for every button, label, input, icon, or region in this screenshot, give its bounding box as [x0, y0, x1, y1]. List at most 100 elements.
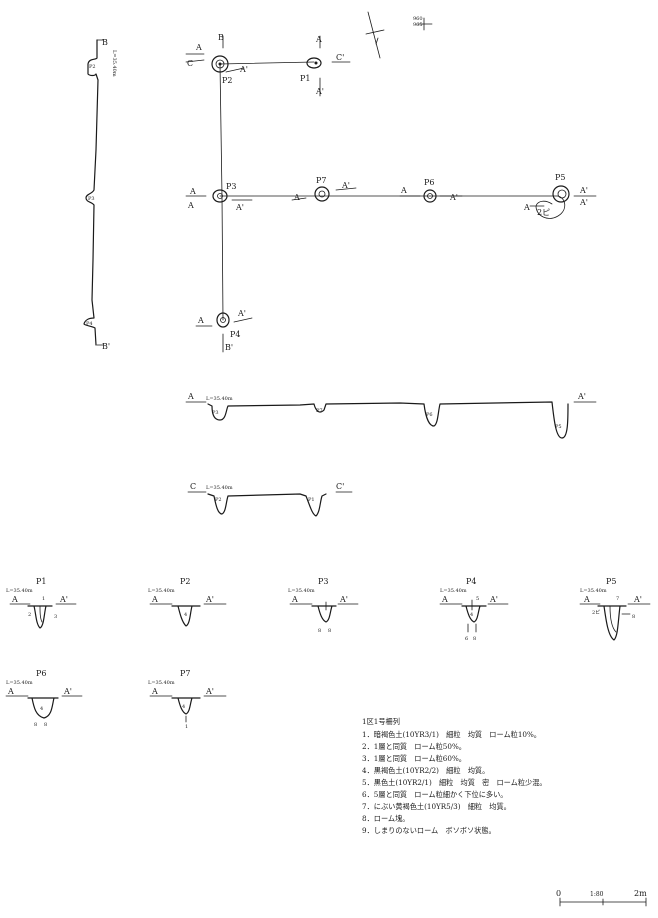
detail-p1-layer-1: 1	[42, 596, 45, 602]
plan-label-p4: P4	[230, 330, 240, 339]
section-b-profile	[83, 39, 104, 346]
detail-p5-title: P5	[606, 577, 616, 586]
plan-mark-a-p6: A	[400, 186, 407, 195]
detail-p3-layer-8b: 8	[328, 628, 331, 634]
plan-mark-b-prime-bottom: B'	[225, 343, 233, 352]
scale-length: 2m	[634, 889, 647, 898]
legend-list: 1．暗褐色土(10YR3/1) 細粒 均質 ローム粒10%。 2．1層と同質 ロ…	[362, 729, 652, 837]
detail-p2	[149, 603, 227, 627]
detail-p2-mark-a-prime: A'	[205, 595, 214, 604]
north-arrow	[365, 11, 433, 59]
detail-p7-mark-a: A	[151, 687, 158, 696]
plan-mark-a-prime-p3: A'	[235, 203, 244, 212]
detail-p6-layer-4: 4	[40, 706, 43, 712]
detail-p4-layer-5: 5	[476, 596, 479, 602]
scale-bar	[559, 897, 647, 907]
detail-p4-layer-4: 4	[470, 612, 473, 618]
section-b-label-p3: P3	[88, 196, 95, 202]
detail-p4-layer-8: 8	[473, 636, 476, 642]
legend-item-9: 9．しまりのないローム ボソボソ状態。	[362, 826, 496, 835]
scale-zero: 0	[556, 889, 561, 898]
detail-p3-layer-8a: 8	[318, 628, 321, 634]
detail-p6-layer-8b: 8	[44, 722, 47, 728]
plan-mark-a-p3: A	[189, 187, 196, 196]
detail-p5-layer-2pi: 2ピ	[592, 610, 600, 616]
detail-p1-level: L=35.40m	[6, 588, 33, 594]
plan-label-p5: P5	[555, 173, 565, 182]
plan-mark-b-top: B	[218, 33, 224, 42]
detail-p6-mark-a: A	[7, 687, 14, 696]
detail-p3-mark-a-prime: A'	[339, 595, 348, 604]
plan-mark-a-p1: A	[315, 35, 322, 44]
detail-p7-title: P7	[180, 669, 190, 678]
plan-mark-a-prime-p1: A'	[315, 87, 324, 96]
detail-p5-level: L=35.40m	[580, 588, 607, 594]
post-p7	[314, 186, 330, 202]
grid-label-965: 965	[413, 22, 423, 28]
section-b-label-p4: P4	[86, 321, 93, 327]
detail-p7-level: L=35.40m	[148, 680, 175, 686]
section-a-mark-a-prime: A'	[577, 392, 586, 401]
post-p3	[212, 189, 228, 203]
detail-p7	[149, 695, 227, 723]
detail-p2-level: L=35.40m	[148, 588, 175, 594]
detail-p5-mark-a-prime: A'	[633, 595, 642, 604]
section-c-level: L=35.40m	[206, 485, 233, 491]
plan-view	[185, 35, 597, 353]
detail-p2-mark-a: A	[151, 595, 158, 604]
detail-p3	[289, 601, 359, 623]
post-p4	[216, 312, 230, 328]
section-c-label-p2: P2	[215, 497, 222, 503]
detail-p7-mark-a-prime: A'	[205, 687, 214, 696]
legend-item-3: 3．1層と同質 ローム粒60%。	[362, 754, 466, 763]
plan-label-p1: P1	[300, 74, 310, 83]
detail-p7-layer-4: 4	[182, 704, 185, 710]
post-p1	[306, 57, 322, 69]
plan-p5-note: 2ピ	[537, 208, 550, 217]
section-a-label-p5: P5	[555, 424, 562, 430]
detail-p6-mark-a-prime: A'	[63, 687, 72, 696]
detail-p6-layer-8a: 8	[34, 722, 37, 728]
post-p6	[423, 189, 437, 203]
post-p2	[211, 55, 229, 73]
legend-item-7: 7．にぶい黄褐色土(10YR5/3) 細粒 均質。	[362, 802, 511, 811]
post-p5	[535, 185, 570, 219]
plan-mark-a-prime-p2: A'	[239, 65, 248, 74]
plan-mark-a-p4: A	[197, 316, 204, 325]
detail-p1-mark-a: A	[11, 595, 18, 604]
detail-p5-layer-7: 7	[616, 596, 619, 602]
detail-p4-layer-6: 6	[465, 636, 468, 642]
detail-p5	[579, 603, 651, 641]
detail-p3-title: P3	[318, 577, 328, 586]
plan-mark-a-prime-p5: A'	[579, 186, 588, 195]
detail-p3-mark-a: A	[291, 595, 298, 604]
section-b-mark-b-prime: B'	[102, 342, 110, 351]
plan-mark-c-prime: C'	[336, 53, 344, 62]
detail-p2-layer-4: 4	[184, 612, 187, 618]
grid-label-960: 960	[413, 16, 423, 22]
plan-mark-a-p5: A	[523, 203, 530, 212]
detail-p2-title: P2	[180, 577, 190, 586]
section-a-mark-a: A	[187, 392, 194, 401]
detail-p4-mark-a-prime: A'	[489, 595, 498, 604]
detail-p1-layer-3: 3	[54, 614, 57, 620]
plan-mark-a-prime2-p5: A'	[579, 198, 588, 207]
section-a-level: L=35.40m	[206, 396, 233, 402]
plan-mark-a-prime-p6: A'	[449, 193, 458, 202]
plan-mark-a-prime-p4: A'	[237, 309, 246, 318]
section-a-label-p3: P3	[212, 410, 219, 416]
detail-p6-level: L=35.40m	[6, 680, 33, 686]
detail-p1-layer-2: 2	[28, 612, 31, 618]
scale-ratio: 1:80	[590, 891, 604, 898]
section-b-level: L=35.40m	[111, 50, 117, 77]
detail-p1-mark-a-prime: A'	[59, 595, 68, 604]
detail-p1-title: P1	[36, 577, 46, 586]
detail-p5-mark-a: A	[583, 595, 590, 604]
detail-p6-title: P6	[36, 669, 46, 678]
legend-item-5: 5．黒色土(10YR2/1) 細粒 均質 密 ローム粒少混。	[362, 778, 547, 787]
detail-p4-title: P4	[466, 577, 476, 586]
legend-item-1: 1．暗褐色土(10YR3/1) 細粒 均質 ローム粒10%。	[362, 730, 541, 739]
detail-p4-level: L=35.40m	[440, 588, 467, 594]
plan-label-p6: P6	[424, 178, 434, 187]
